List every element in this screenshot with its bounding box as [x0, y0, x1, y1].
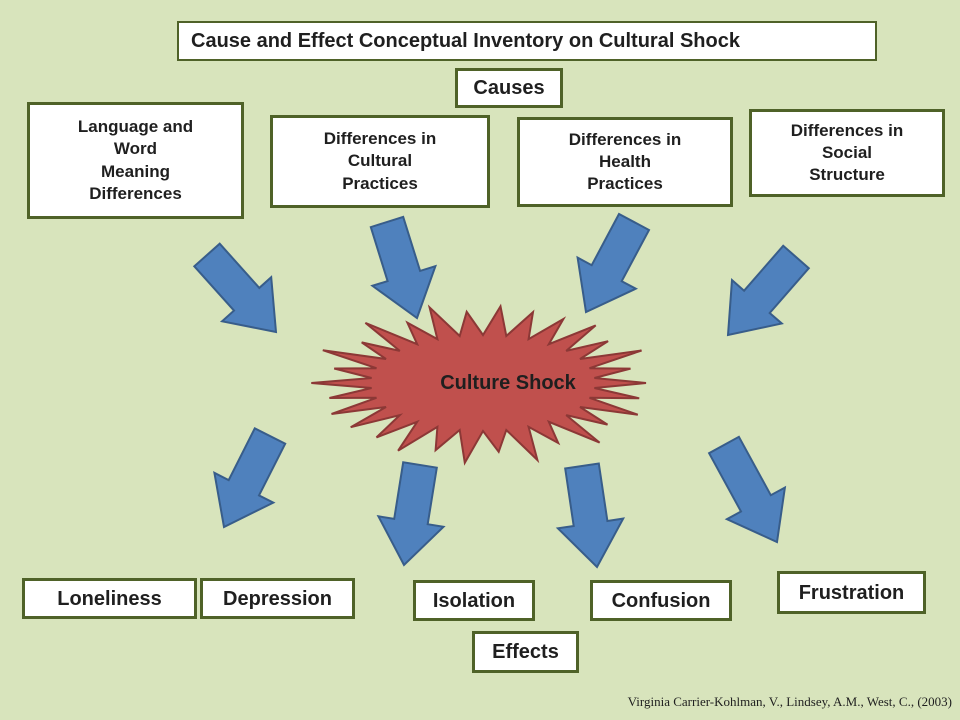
effect-depression: Depression [200, 578, 355, 619]
cause-language-differences: Language and Word Meaning Differences [27, 102, 244, 219]
causes-label: Causes [455, 68, 563, 108]
culture-shock-burst [311, 303, 647, 466]
effect-confusion: Confusion [590, 580, 732, 621]
cause-label: Differences in Cultural Practices [323, 129, 437, 193]
effects-label: Effects [472, 631, 579, 673]
culture-shock-label: Culture Shock [440, 372, 576, 394]
cause-health-practices: Differences in Health Practices [517, 117, 733, 207]
effect-isolation: Isolation [413, 580, 535, 621]
arrow-cultural-to-shock [369, 215, 438, 320]
arrows-group [192, 212, 811, 569]
effect-frustration: Frustration [777, 571, 926, 614]
cause-label: Differences in Health Practices [568, 129, 682, 194]
cause-social-structure: Differences in Social Structure [749, 109, 945, 197]
arrow-shock-to-isolation [555, 462, 626, 569]
arrow-health-to-shock [576, 212, 651, 314]
effect-loneliness: Loneliness [22, 578, 197, 619]
cause-label: Language and Word Meaning Differences [77, 117, 194, 203]
diagram-title: Cause and Effect Conceptual Inventory on… [177, 21, 877, 61]
arrow-language-to-shock [192, 242, 278, 334]
cause-label: Differences in Social Structure [790, 120, 904, 185]
arrow-social-to-shock [726, 244, 811, 337]
arrow-shock-to-depression [376, 461, 446, 567]
arrow-shock-to-confusion [707, 435, 787, 544]
cause-cultural-practices: Differences in Cultural Practices [270, 115, 490, 208]
citation: Virginia Carrier-Kohlman, V., Lindsey, A… [627, 694, 952, 709]
arrow-shock-to-loneliness [213, 426, 287, 529]
